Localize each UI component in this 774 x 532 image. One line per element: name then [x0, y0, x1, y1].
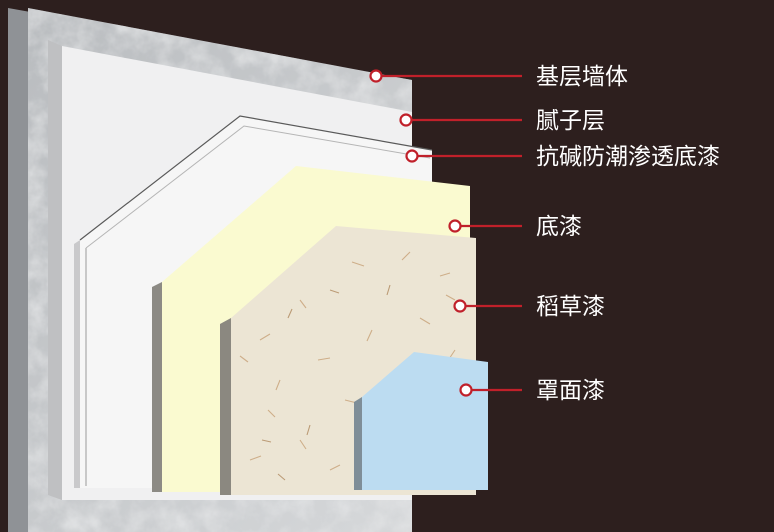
topcoat-face	[362, 352, 488, 490]
sealer-inner-edge	[85, 125, 431, 249]
label-alkali-sealer: 抗碱防潮渗透底漆	[536, 144, 720, 170]
marker-dot	[369, 69, 383, 83]
callout-base-wall: 基层墙体	[369, 64, 628, 90]
marker-dot	[459, 383, 473, 397]
label-top-coat: 罩面漆	[536, 378, 605, 404]
straw-side	[220, 318, 231, 495]
layer-top-coat	[354, 352, 488, 490]
sealer-edge-line	[79, 115, 433, 241]
marker-dot	[399, 113, 413, 127]
label-straw-paint: 稻草漆	[536, 294, 605, 320]
primer-side	[152, 282, 162, 492]
callout-top-coat: 罩面漆	[459, 378, 605, 404]
callout-primer: 底漆	[448, 214, 582, 240]
topcoat-side	[354, 397, 362, 490]
sealer-side	[74, 240, 80, 488]
label-putty: 腻子层	[536, 108, 605, 134]
marker-dot	[453, 299, 467, 313]
callout-putty: 腻子层	[399, 108, 605, 134]
marker-dot	[448, 219, 462, 233]
callouts: 基层墙体 腻子层 抗碱防潮渗透底漆 底漆 稻草漆 罩面漆	[369, 64, 720, 404]
callout-alkali-sealer: 抗碱防潮渗透底漆	[405, 144, 720, 170]
marker-dot	[405, 149, 419, 163]
putty-side	[48, 40, 62, 500]
callout-straw-paint: 稻草漆	[453, 294, 605, 320]
label-primer: 底漆	[536, 214, 582, 240]
label-base-wall: 基层墙体	[536, 64, 628, 90]
